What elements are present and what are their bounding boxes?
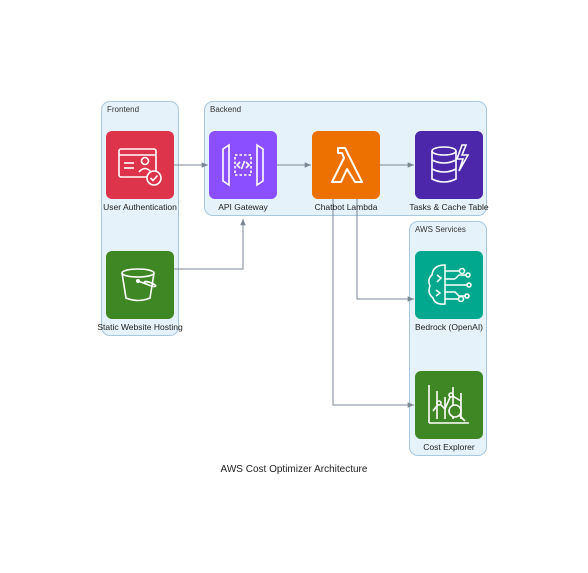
api-gateway-icon — [209, 131, 277, 199]
diagram-title: AWS Cost Optimizer Architecture — [220, 464, 368, 475]
lambda-icon — [312, 131, 380, 199]
bedrock-label: Bedrock (OpenAI) — [414, 322, 484, 332]
bedrock-icon — [415, 251, 483, 319]
edge-static-apigateway — [174, 219, 246, 270]
s3-bucket-icon — [106, 251, 174, 319]
edge-lambda-costexplorer — [332, 199, 414, 408]
cost-explorer-label: Cost Explorer — [423, 442, 475, 452]
chatbot-lambda-label: Chatbot Lambda — [314, 202, 378, 212]
user-authentication-label: User Authentication — [103, 202, 177, 212]
static-website-hosting-label: Static Website Hosting — [97, 322, 183, 332]
frontend-cluster-label: Frontend — [107, 105, 140, 114]
edge-lambda-bedrock — [356, 199, 414, 302]
dynamodb-icon — [415, 131, 483, 199]
cost-explorer-icon — [415, 371, 483, 439]
api-gateway-label: API Gateway — [218, 202, 268, 212]
aws-services-cluster-label: AWS Services — [415, 225, 466, 234]
backend-cluster-label: Backend — [210, 105, 242, 114]
tasks-cache-table-label: Tasks & Cache Table — [409, 202, 489, 212]
cognito-icon — [106, 131, 174, 199]
